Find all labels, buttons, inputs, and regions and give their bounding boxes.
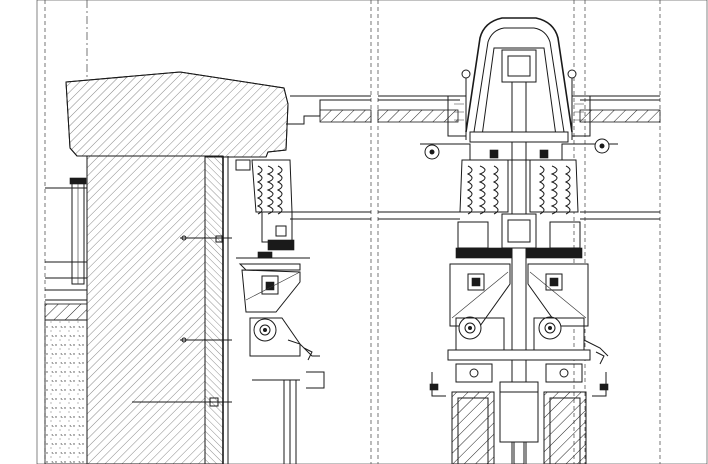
motor-icon (249, 317, 320, 361)
bracket-icon (236, 251, 310, 313)
center-mullion (499, 82, 539, 464)
left-bellows (235, 159, 295, 251)
anchor-bolts (132, 235, 232, 407)
right-transoms (377, 95, 661, 220)
bracket-icon (449, 263, 589, 327)
ridge-hardware (420, 69, 618, 161)
left-vertical-mullion (252, 371, 325, 464)
concrete-wall (44, 155, 206, 464)
left-transom (286, 95, 372, 220)
ridge-cap (465, 17, 573, 137)
hook-icon (429, 372, 609, 397)
insulation-layer (204, 155, 229, 464)
lower-blocks (447, 349, 591, 464)
right-bellows (455, 159, 583, 259)
motor-icon (455, 316, 609, 365)
